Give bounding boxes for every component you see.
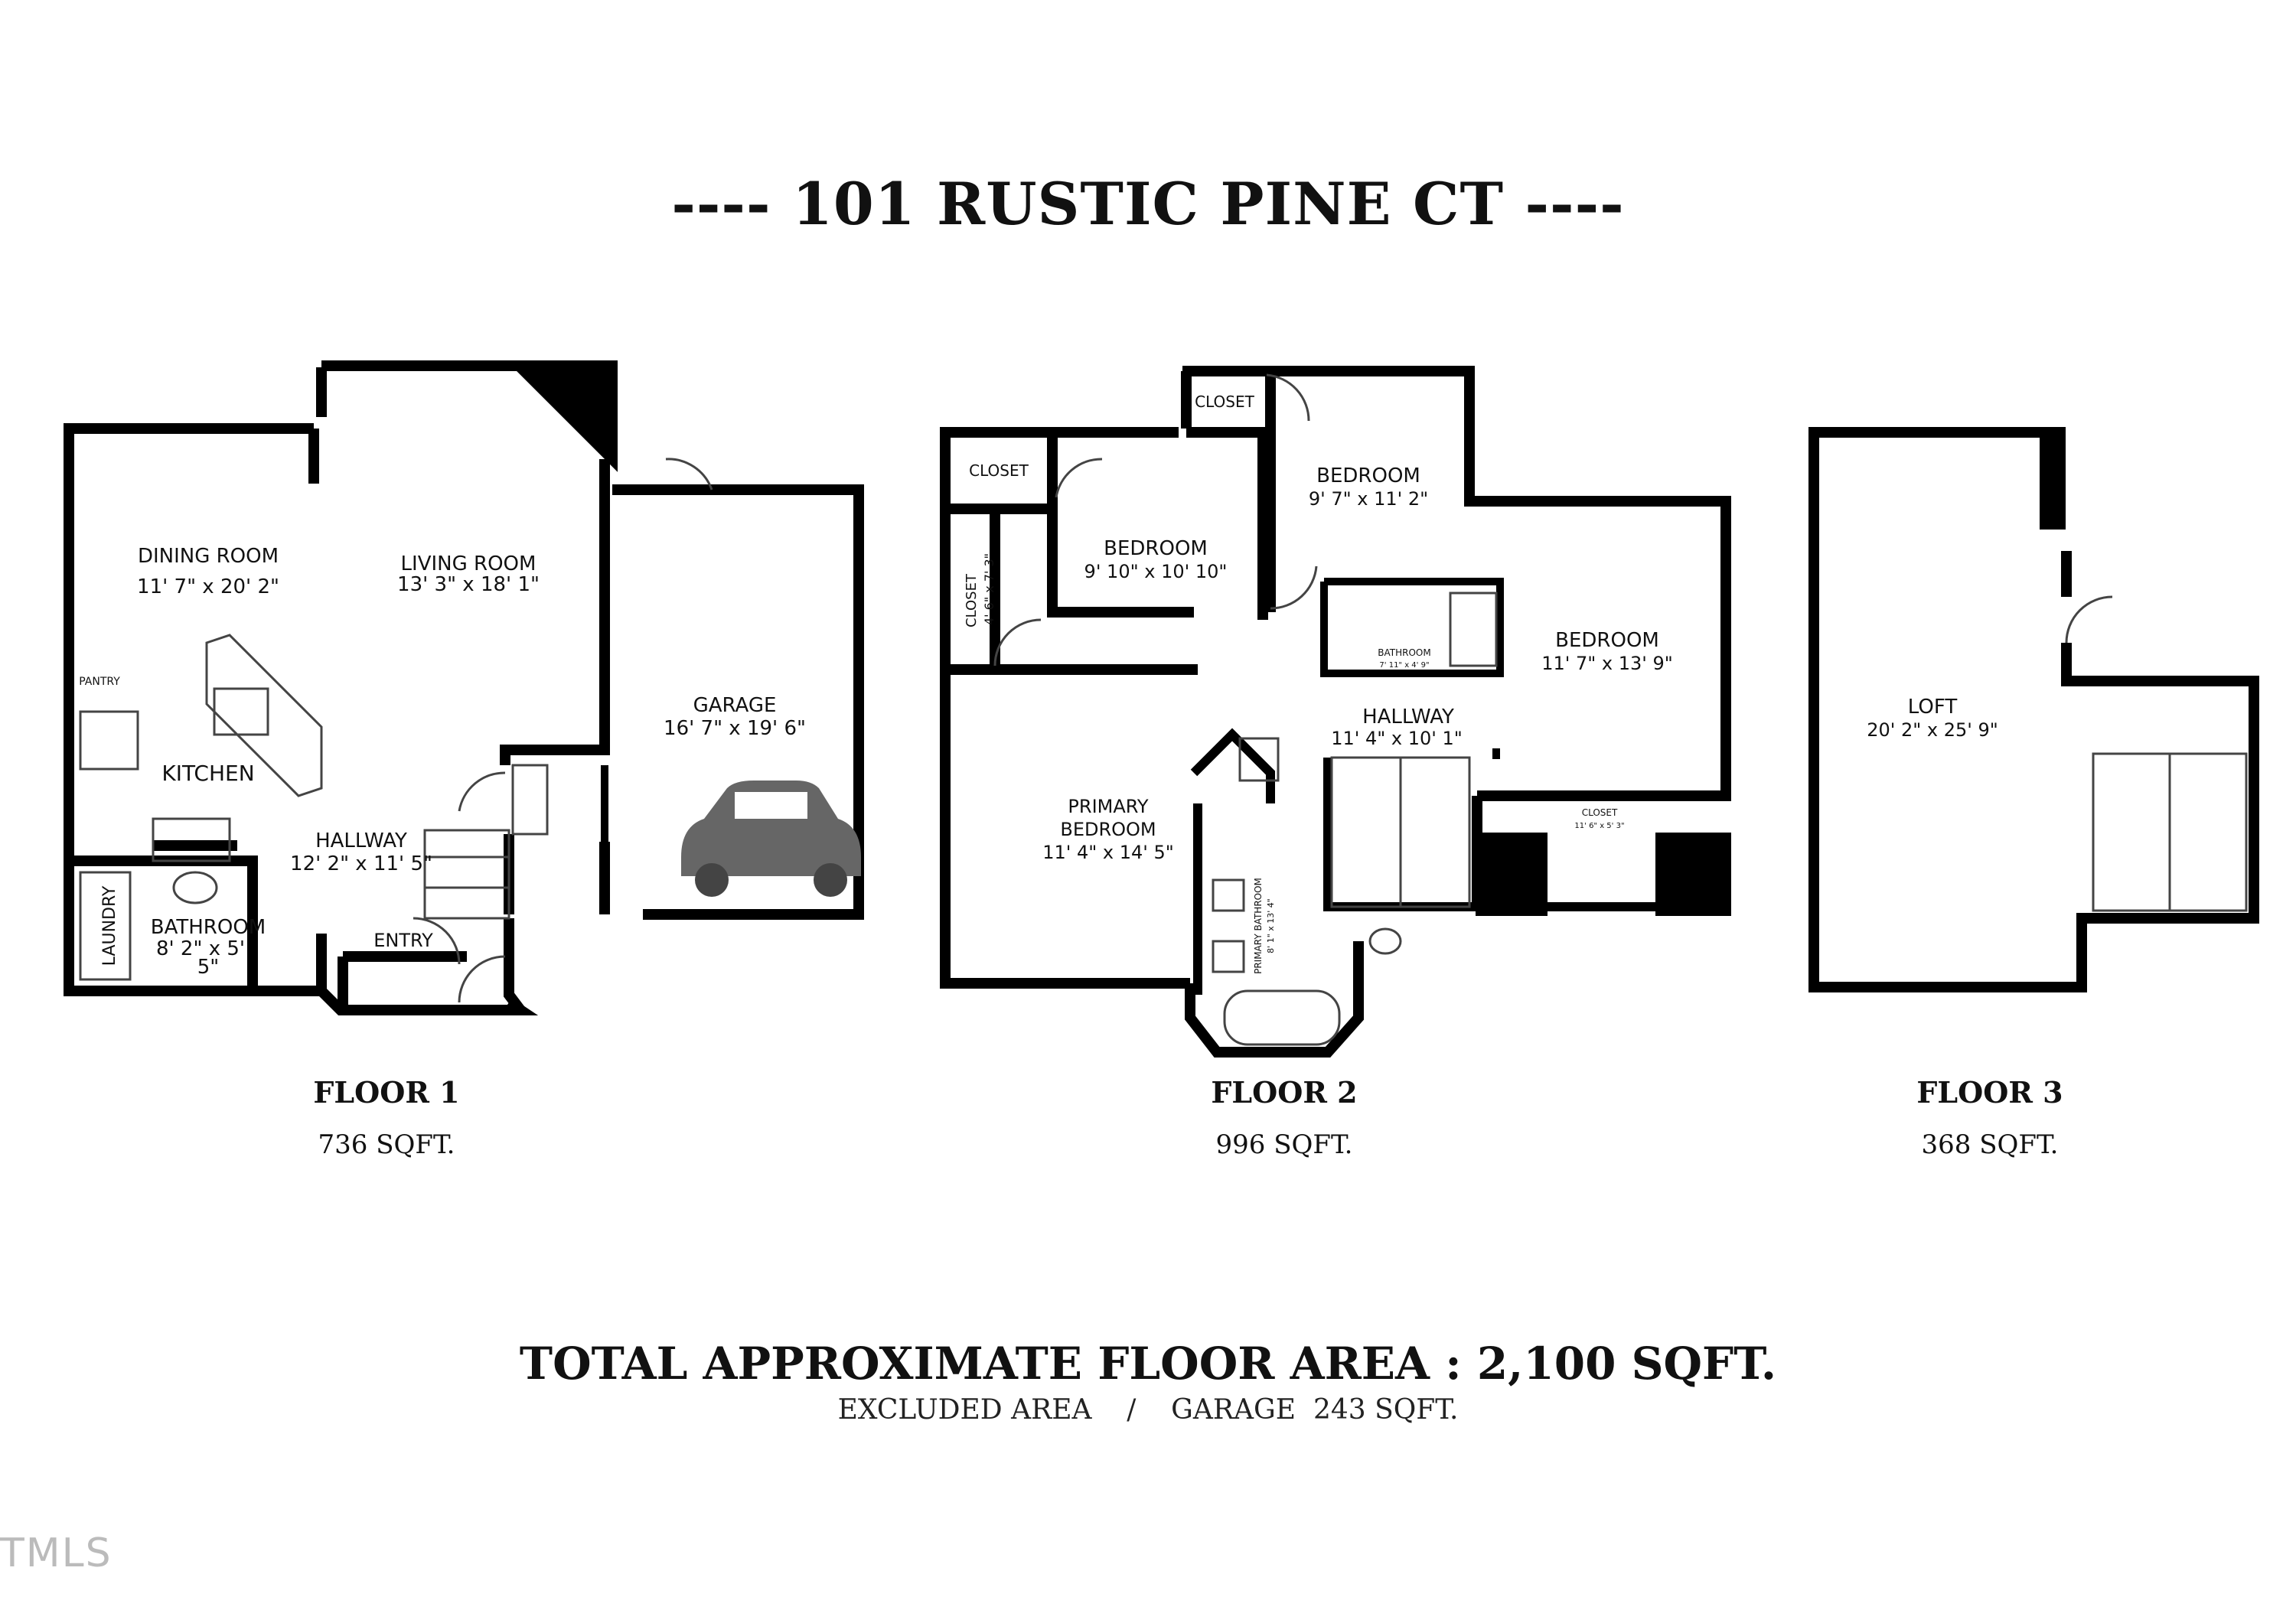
bedroom-a-dims: 9' 10" x 10' 10" — [1084, 561, 1228, 582]
loft-name: LOFT — [1908, 696, 1958, 719]
loft-dims: 20' 2" x 25' 9" — [1867, 719, 1998, 741]
laundry-name: LAUNDRY — [100, 885, 119, 966]
car-icon — [681, 781, 861, 897]
garage-name: GARAGE — [693, 694, 777, 717]
floor1-bathroom-dims-2: 5" — [197, 956, 220, 979]
primary-bedroom-name-2: BEDROOM — [1060, 819, 1156, 840]
total-floor-area: TOTAL APPROXIMATE FLOOR AREA : 2,100 SQF… — [519, 1338, 1777, 1390]
floor-3-name: FLOOR 3 — [1916, 1075, 2063, 1110]
property-title: ---- 101 RUSTIC PINE CT ---- — [671, 170, 1625, 238]
bedroom-c-dims: 11' 7" x 13' 9" — [1541, 653, 1673, 674]
floor-3-label: FLOOR 3 368 SQFT. — [1799, 1075, 2181, 1160]
floor-1-plan — [64, 360, 864, 1015]
floor1-hallway-name: HALLWAY — [315, 829, 407, 852]
floor-3-area: 368 SQFT. — [1921, 1129, 2059, 1160]
pantry-name: PANTRY — [79, 676, 120, 688]
dining-room-dims: 11' 7" x 20' 2" — [137, 575, 279, 598]
floor2-closet-d-name: CLOSET — [1582, 807, 1618, 818]
floor-1-label: FLOOR 1 736 SQFT. — [195, 1075, 578, 1160]
entry-name: ENTRY — [373, 930, 433, 951]
primary-bedroom-name-1: PRIMARY — [1068, 796, 1148, 817]
floor-3-plan — [1808, 427, 2259, 992]
floor1-hallway-dims: 12' 2" x 11' 5" — [290, 852, 432, 875]
primary-bedroom-dims: 11' 4" x 14' 5" — [1042, 842, 1174, 863]
floor2-closet-c-name: CLOSET — [964, 573, 980, 627]
floor2-bathroom-dims: 7' 11" x 4' 9" — [1379, 661, 1429, 670]
floor-2-name: FLOOR 2 — [1211, 1075, 1358, 1110]
primary-bathroom-dims: 8' 1" x 13' 4" — [1266, 898, 1276, 953]
floor2-closet-a-name: CLOSET — [969, 461, 1029, 480]
living-room-name: LIVING ROOM — [401, 552, 536, 575]
bedroom-a-name: BEDROOM — [1104, 537, 1208, 560]
floor-2-area: 996 SQFT. — [1215, 1129, 1353, 1160]
bedroom-b-dims: 9' 7" x 11' 2" — [1309, 488, 1428, 510]
primary-bathroom-name: PRIMARY BATHROOM — [1253, 878, 1264, 974]
kitchen-name: KITCHEN — [161, 761, 254, 786]
floor1-bathroom-dims: 8' 2" x 5' — [156, 937, 245, 960]
floor2-bathroom-name: BATHROOM — [1378, 647, 1430, 658]
floor2-closet-d-dims: 11' 6" x 5' 3" — [1574, 822, 1624, 830]
floor-2-label: FLOOR 2 996 SQFT. — [1093, 1075, 1476, 1160]
watermark-logo: TMLS — [0, 1530, 113, 1576]
bedroom-b-name: BEDROOM — [1316, 464, 1420, 487]
living-room-dims: 13' 3" x 18' 1" — [397, 573, 540, 596]
dining-room-name: DINING ROOM — [138, 545, 279, 568]
floor2-hallway-dims: 11' 4" x 10' 1" — [1331, 728, 1463, 749]
garage-dims: 16' 7" x 19' 6" — [664, 717, 806, 740]
floor-1-name: FLOOR 1 — [313, 1075, 460, 1110]
excluded-area: EXCLUDED AREA / GARAGE 243 SQFT. — [837, 1394, 1459, 1426]
floor-1-area: 736 SQFT. — [318, 1129, 455, 1160]
floor1-bathroom-name: BATHROOM — [151, 916, 266, 939]
floor2-closet-b-name: CLOSET — [1195, 393, 1254, 411]
bedroom-c-name: BEDROOM — [1555, 629, 1659, 652]
floor2-closet-c-dims: 4' 6" x 7' 3" — [982, 553, 996, 625]
floor-2-plan — [940, 366, 1731, 1058]
floor2-hallway-name: HALLWAY — [1362, 706, 1454, 728]
